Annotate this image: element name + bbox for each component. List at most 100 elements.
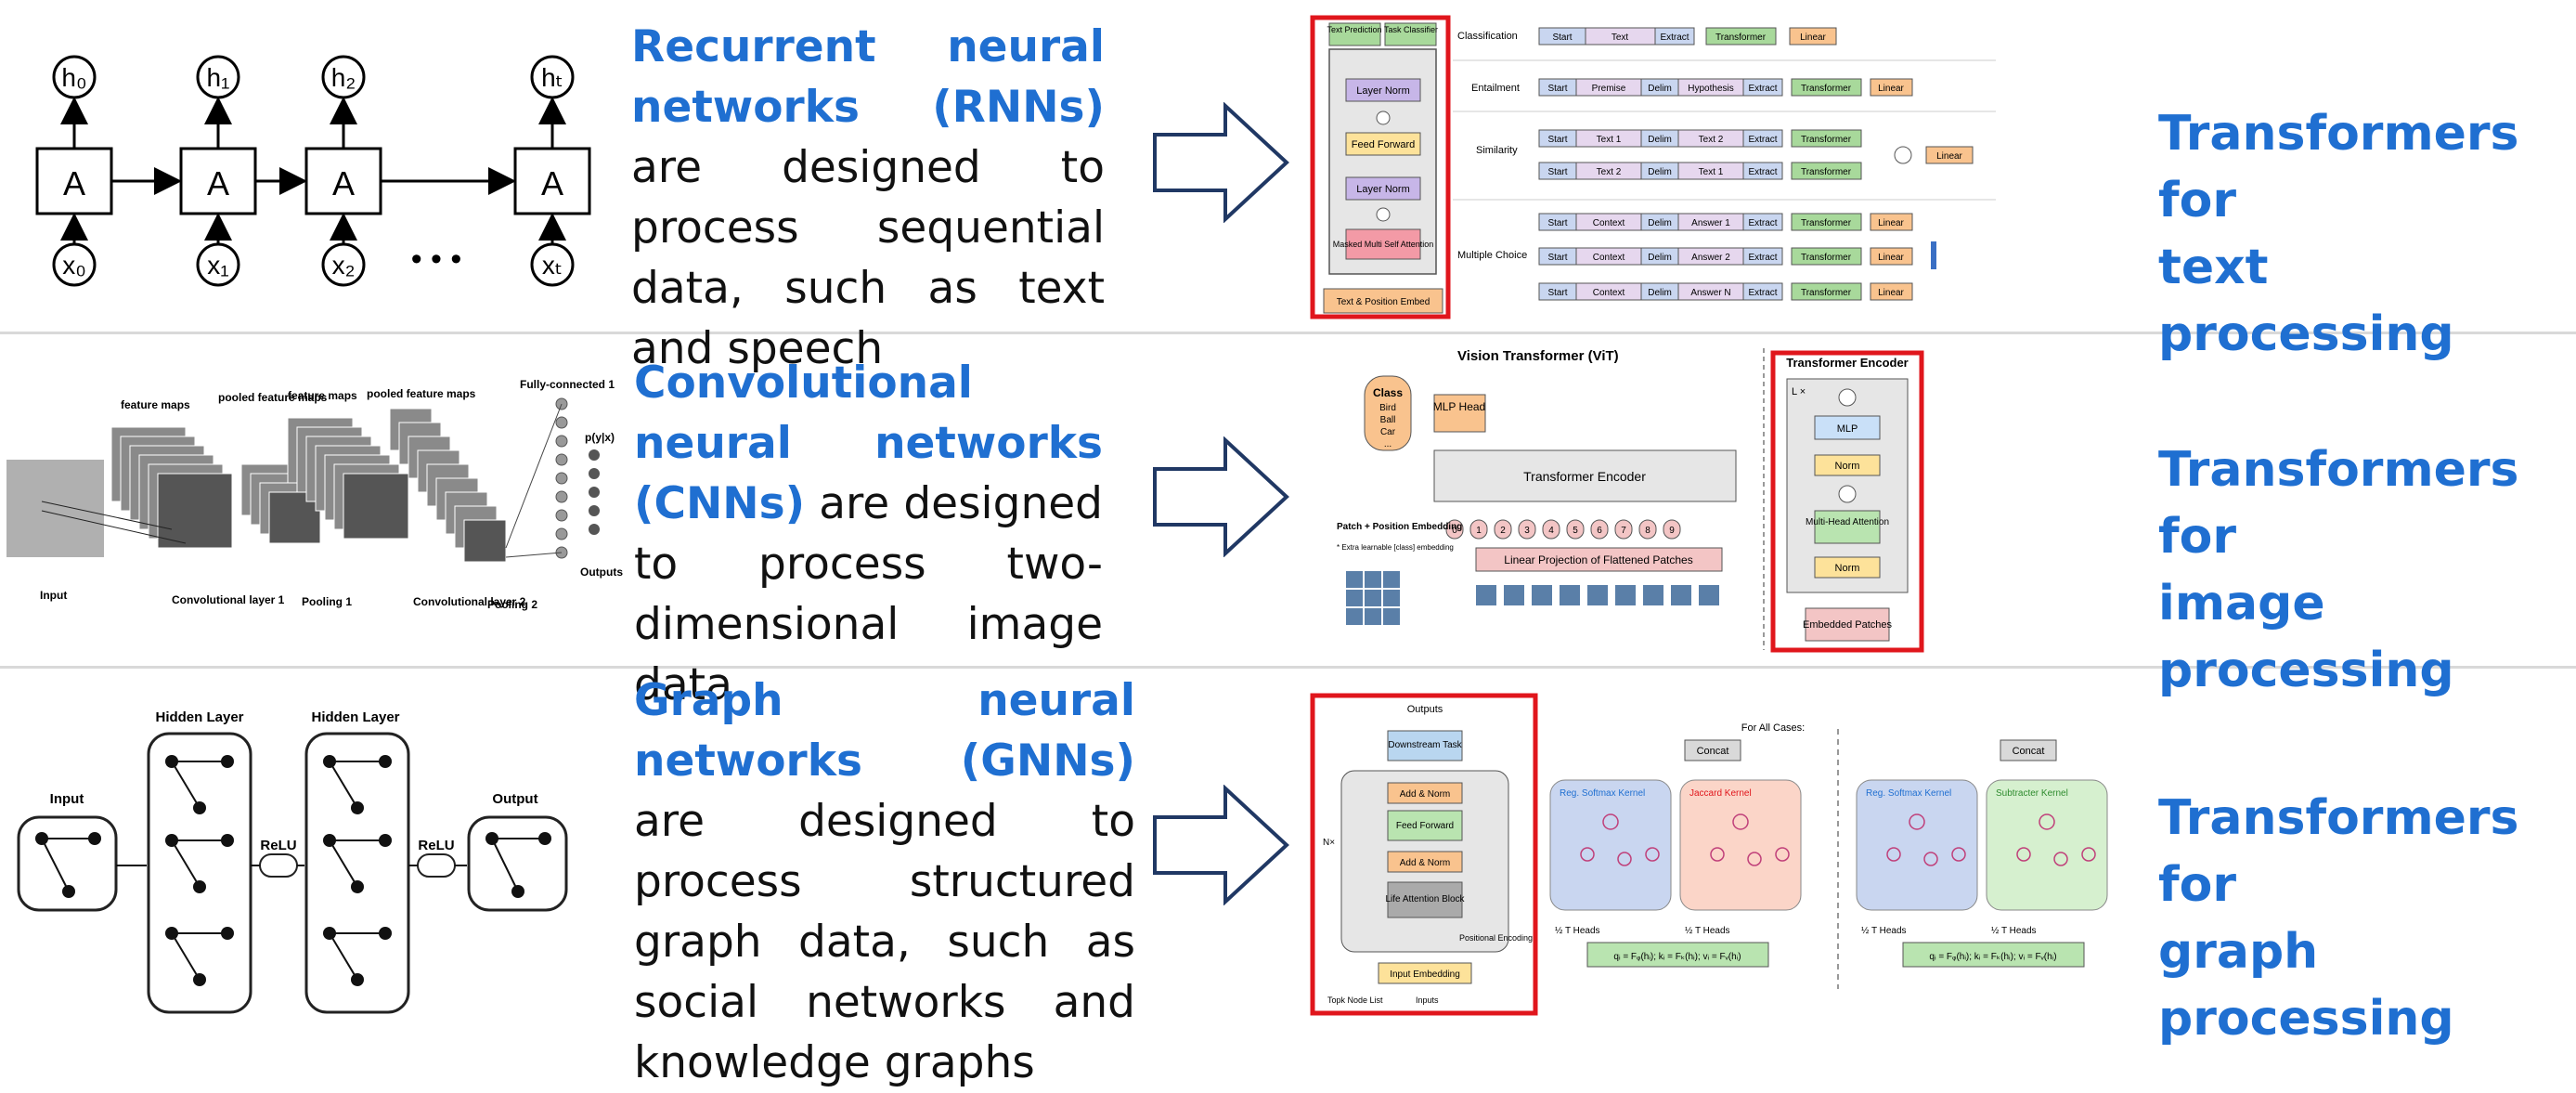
svg-text:Linear: Linear	[1878, 218, 1904, 228]
svg-text:½ T Heads: ½ T Heads	[1555, 926, 1600, 936]
gpt-diagram: Text Prediction Task Classifier Layer No…	[1310, 15, 1996, 319]
gnn-description: Graph neural networks (GNNs) are designe…	[634, 675, 1135, 1088]
svg-text:2: 2	[1500, 526, 1506, 536]
svg-text:Transformer: Transformer	[1715, 33, 1767, 43]
svg-text:Input Embedding: Input Embedding	[1390, 969, 1460, 980]
svg-text:Text 2: Text 2	[1597, 167, 1622, 177]
svg-text:Answer 2: Answer 2	[1691, 253, 1730, 263]
row-divider-1	[0, 332, 2576, 334]
svg-text:7: 7	[1621, 526, 1626, 536]
svg-text:0: 0	[1452, 526, 1457, 536]
gnn-diagram: Input Hidden Layer Hidden Layer Output R…	[17, 709, 568, 1014]
svg-text:L ×: L ×	[1792, 386, 1806, 397]
rnn-x1: x₁	[207, 251, 228, 280]
svg-text:Norm: Norm	[1835, 563, 1860, 574]
rnn-cell: A	[304, 147, 382, 215]
svg-text:Multi-Head Attention: Multi-Head Attention	[1806, 517, 1889, 527]
rnn-cell: A	[35, 147, 113, 215]
svg-text:Answer N: Answer N	[1690, 288, 1730, 298]
svg-text:Linear: Linear	[1878, 253, 1904, 263]
svg-text:ReLU: ReLU	[260, 838, 296, 853]
svg-text:6: 6	[1597, 526, 1602, 536]
svg-text:Input: Input	[40, 589, 67, 602]
svg-text:Outputs: Outputs	[580, 566, 623, 579]
svg-text:Transformer: Transformer	[1801, 253, 1852, 263]
svg-text:Linear: Linear	[1878, 288, 1904, 298]
svg-text:Bird: Bird	[1379, 403, 1396, 413]
svg-text:Answer 1: Answer 1	[1691, 218, 1730, 228]
svg-text:pooled feature maps: pooled feature maps	[367, 387, 476, 400]
svg-text:Start: Start	[1552, 33, 1572, 43]
svg-text:Linear: Linear	[1800, 33, 1826, 43]
rnn-cell: A	[513, 147, 591, 215]
row-divider-2	[0, 666, 2576, 669]
svg-text:Pooling 1: Pooling 1	[302, 595, 352, 608]
svg-text:Layer Norm: Layer Norm	[1356, 85, 1409, 97]
rnn-h0: h₀	[61, 63, 86, 92]
svg-text:Entailment: Entailment	[1471, 83, 1520, 94]
svg-text:Vision Transformer (ViT): Vision Transformer (ViT)	[1457, 348, 1619, 364]
svg-text:qᵢ = Fᵩ(hᵢ); kᵢ = Fₖ(hᵢ); vᵢ =: qᵢ = Fᵩ(hᵢ); kᵢ = Fₖ(hᵢ); vᵢ = Fᵥ(hᵢ)	[1929, 952, 2056, 962]
rnn-h2: h₂	[331, 63, 356, 92]
svg-text:pooled feature maps: pooled feature maps	[218, 391, 328, 404]
rnn-cell: A	[179, 147, 257, 215]
rnn-h1: h₁	[206, 63, 229, 92]
svg-text:Embedded Patches: Embedded Patches	[1803, 619, 1893, 631]
svg-text:Start: Start	[1547, 84, 1567, 94]
rnn-ht: hₜ	[541, 63, 563, 92]
svg-text:qᵢ = Fᵩ(hᵢ); kᵢ = Fₖ(hᵢ); vᵢ =: qᵢ = Fᵩ(hᵢ); kᵢ = Fₖ(hᵢ); vᵢ = Fᵥ(hᵢ)	[1613, 952, 1741, 962]
svg-text:Extract: Extract	[1660, 33, 1689, 43]
svg-text:Extract: Extract	[1748, 288, 1777, 298]
svg-text:Add & Norm: Add & Norm	[1400, 858, 1450, 868]
svg-text:MLP: MLP	[1837, 423, 1858, 435]
arrow-icon	[1153, 785, 1289, 905]
svg-text:Transformer: Transformer	[1801, 167, 1852, 177]
vit-diagram: Vision Transformer (ViT) Class Bird Ball…	[1337, 348, 1924, 653]
svg-text:Life Attention Block: Life Attention Block	[1385, 894, 1465, 904]
svg-text:Output: Output	[492, 791, 537, 807]
rnn-description: Recurrent neural networks (RNNs) are des…	[631, 21, 1105, 374]
svg-text:p(y|x): p(y|x)	[585, 431, 615, 444]
graph-transformer-diagram: Outputs Downstream Task Add & Norm Feed …	[1310, 693, 2108, 1016]
svg-text:Convolutional layer 2: Convolutional layer 2	[413, 595, 526, 608]
svg-text:Pooling 2: Pooling 2	[487, 598, 537, 611]
svg-text:Norm: Norm	[1835, 461, 1860, 472]
svg-text:Transformer Encoder: Transformer Encoder	[1523, 469, 1646, 484]
svg-text:Context: Context	[1593, 288, 1625, 298]
svg-text:Car: Car	[1380, 427, 1396, 437]
svg-text:Feed Forward: Feed Forward	[1396, 821, 1454, 831]
svg-text:...: ...	[1384, 439, 1392, 449]
rnn-x2: x₂	[332, 251, 356, 280]
svg-text:Extract: Extract	[1748, 218, 1777, 228]
svg-text:Text 1: Text 1	[1699, 167, 1724, 177]
svg-text:Linear: Linear	[1878, 84, 1904, 94]
cnn-diagram: feature maps pooled feature maps feature…	[6, 378, 623, 611]
svg-text:½ T Heads: ½ T Heads	[1861, 926, 1907, 936]
svg-text:For All Cases:: For All Cases:	[1741, 722, 1805, 734]
svg-text:Transformer: Transformer	[1801, 288, 1852, 298]
svg-text:Inputs: Inputs	[1416, 995, 1439, 1005]
arrow-icon	[1153, 102, 1289, 223]
svg-text:Jaccard Kernel: Jaccard Kernel	[1689, 788, 1752, 799]
svg-text:4: 4	[1548, 526, 1554, 536]
svg-text:Patch + Position Embedding: Patch + Position Embedding	[1337, 522, 1462, 532]
svg-text:Ball: Ball	[1380, 415, 1396, 425]
svg-text:Transformer: Transformer	[1801, 84, 1852, 94]
svg-text:Linear Projection of Flattened: Linear Projection of Flattened Patches	[1504, 553, 1692, 566]
svg-text:9: 9	[1669, 526, 1675, 536]
rnn-x0: x₀	[62, 251, 86, 280]
svg-text:Class: Class	[1373, 386, 1403, 399]
svg-text:Delim: Delim	[1648, 135, 1672, 145]
svg-text:Extract: Extract	[1748, 84, 1777, 94]
svg-text:Delim: Delim	[1648, 218, 1672, 228]
svg-text:Delim: Delim	[1648, 253, 1672, 263]
svg-text:1: 1	[1476, 526, 1482, 536]
svg-text:Subtracter Kernel: Subtracter Kernel	[1996, 788, 2068, 799]
svg-text:3: 3	[1524, 526, 1530, 536]
svg-text:A: A	[541, 164, 563, 202]
svg-text:Positional Encoding: Positional Encoding	[1459, 933, 1533, 943]
svg-text:Delim: Delim	[1648, 84, 1672, 94]
svg-text:Task Classifier: Task Classifier	[1384, 25, 1438, 34]
svg-text:Start: Start	[1547, 253, 1567, 263]
